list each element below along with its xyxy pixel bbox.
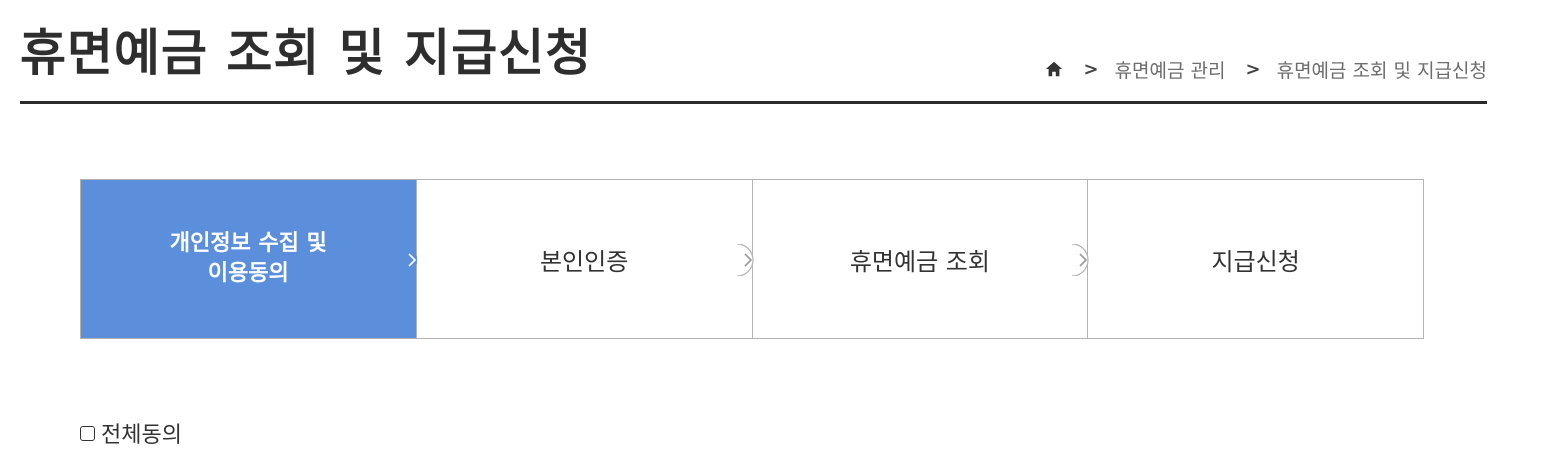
step-label: 휴면예금 조회 bbox=[849, 247, 990, 276]
breadcrumb-item-dormant-deposit-management[interactable]: 휴면예금 관리 bbox=[1114, 59, 1226, 82]
agree-all-checkbox[interactable]: 전체동의 bbox=[80, 417, 182, 449]
breadcrumb: > 휴면예금 관리 > 휴면예금 조회 및 지급신청 bbox=[1045, 56, 1487, 82]
step-identity-verification: 본인인증 bbox=[416, 180, 754, 338]
breadcrumb-separator: > bbox=[1245, 58, 1261, 80]
breadcrumb-separator: > bbox=[1083, 58, 1099, 80]
step-label: 본인인증 bbox=[539, 247, 629, 276]
chevron-right-icon bbox=[400, 244, 417, 276]
home-icon[interactable] bbox=[1045, 60, 1063, 78]
checkbox-icon[interactable] bbox=[80, 425, 95, 441]
breadcrumb-item-current-page[interactable]: 휴면예금 조회 및 지급신청 bbox=[1276, 59, 1487, 82]
step-label: 개인정보 수집 및 이용동의 bbox=[169, 231, 327, 286]
step-indicator: 개인정보 수집 및 이용동의 본인인증 휴면예금 조회 지급신청 bbox=[80, 179, 1424, 339]
agree-all-label: 전체동의 bbox=[101, 423, 182, 448]
step-dormant-deposit-inquiry: 휴면예금 조회 bbox=[752, 180, 1089, 338]
page-title: 휴면예금 조회 및 지급신청 bbox=[20, 24, 593, 82]
step-privacy-consent: 개인정보 수집 및 이용동의 bbox=[81, 180, 417, 338]
step-label: 지급신청 bbox=[1211, 247, 1300, 276]
step-payment-request: 지급신청 bbox=[1088, 180, 1423, 338]
chevron-right-icon bbox=[736, 244, 754, 276]
chevron-right-icon bbox=[1072, 244, 1089, 276]
page-header: 휴면예금 조회 및 지급신청 > 휴면예금 관리 > 휴면예금 조회 및 지급신… bbox=[20, 0, 1487, 104]
